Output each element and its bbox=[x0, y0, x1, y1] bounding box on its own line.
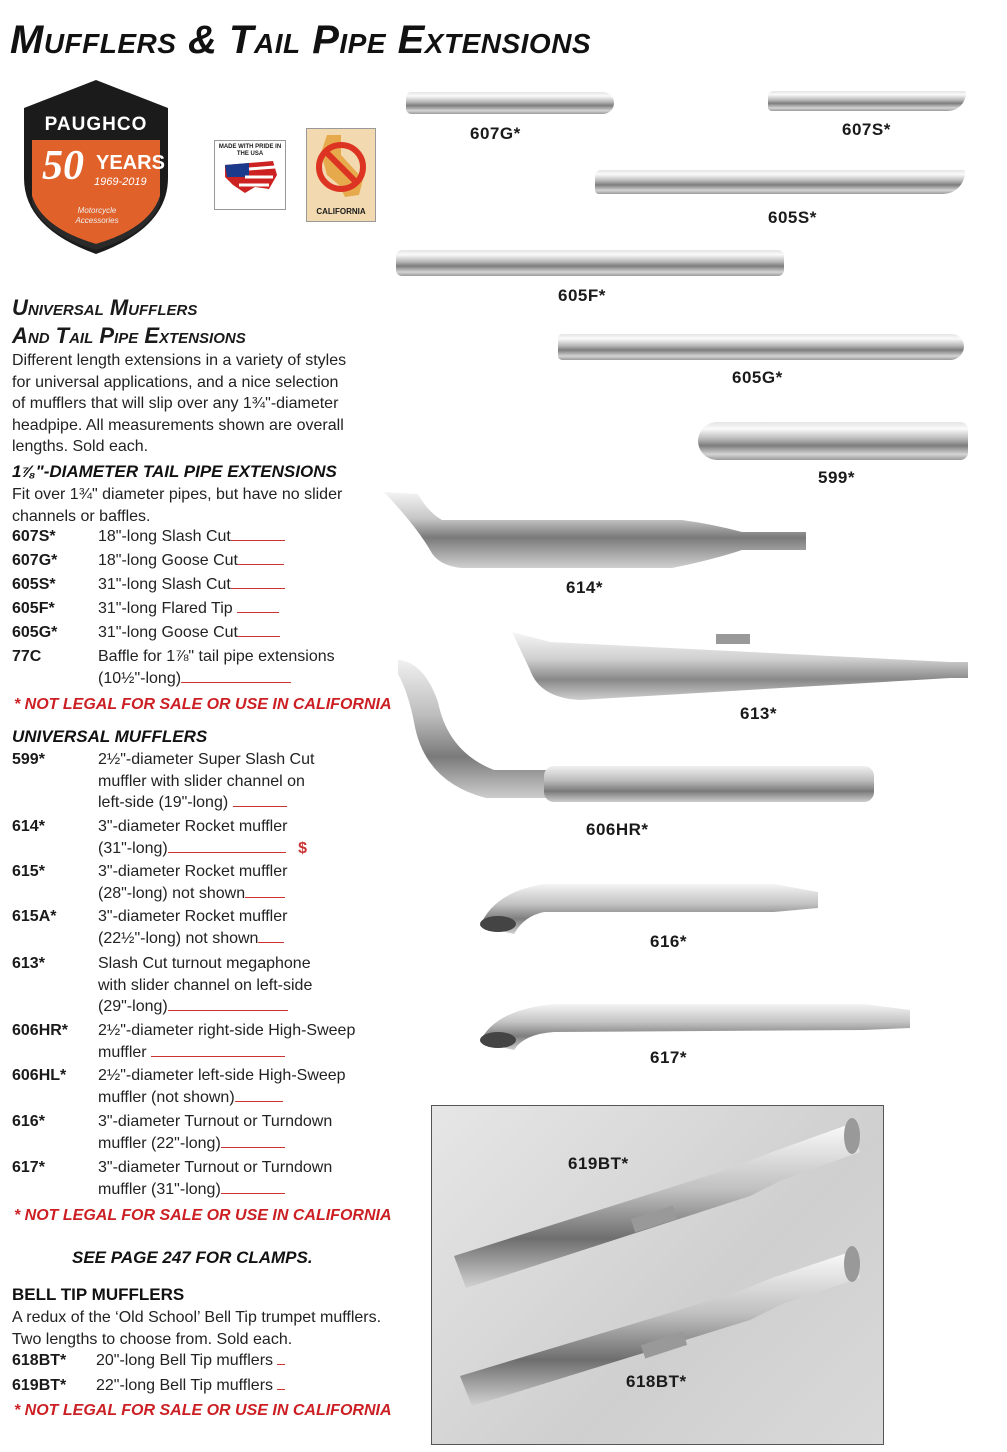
product-label: 616* bbox=[650, 932, 687, 951]
section-heading-line2: And Tail Pipe Extensions bbox=[12, 323, 246, 348]
bell-tip-mufflers-image bbox=[454, 1118, 860, 1406]
section-heading-line1: Universal Mufflers bbox=[12, 295, 198, 320]
product-label: 618BT* bbox=[626, 1372, 687, 1391]
bell-tip-intro: A redux of the ‘Old School’ Bell Tip tru… bbox=[12, 1309, 382, 1348]
bell-tip-heading: BELL TIP MUFFLERS bbox=[12, 1285, 185, 1304]
product-label: 605G* bbox=[732, 368, 783, 387]
product-photo-616 bbox=[474, 872, 822, 938]
logo-years-range: 1969-2019 bbox=[94, 176, 147, 188]
product-label: 607G* bbox=[470, 124, 521, 143]
logo-years-word: YEARS bbox=[96, 152, 165, 174]
product-label: 605S* bbox=[768, 208, 817, 227]
universal-mufflers-heading: UNIVERSAL MUFFLERS bbox=[12, 727, 208, 746]
bell-tip-photo: 619BT* 618BT* bbox=[431, 1105, 884, 1445]
extensions-intro: Fit over 1¾" diameter pipes, but have no… bbox=[12, 486, 343, 525]
product-label: 617* bbox=[650, 1048, 687, 1067]
extensions-subheading: 1⅞"-DIAMETER TAIL PIPE EXTENSIONS bbox=[12, 462, 337, 481]
california-prohibited-badge: CALIFORNIA bbox=[306, 128, 376, 222]
logo-years-big: 50 bbox=[42, 143, 84, 189]
product-label: 606HR* bbox=[586, 820, 649, 839]
paughco-logo: PAUGHCO 50 YEARS 1969-2019 Motorcycle Ac… bbox=[20, 78, 172, 256]
california-warning: * NOT LEGAL FOR SALE OR USE IN CALIFORNI… bbox=[14, 1402, 392, 1419]
product-label: 614* bbox=[566, 578, 603, 597]
product-label: 619BT* bbox=[568, 1154, 629, 1173]
price-mark: $ bbox=[298, 839, 308, 857]
product-photo-617 bbox=[474, 994, 914, 1054]
product-photo-599 bbox=[698, 422, 968, 460]
california-warning: * NOT LEGAL FOR SALE OR USE IN CALIFORNI… bbox=[14, 1207, 392, 1224]
section-intro: Different length extensions in a variety… bbox=[12, 352, 347, 455]
logo-brand: PAUGHCO bbox=[44, 114, 148, 135]
product-photo-605G bbox=[558, 334, 964, 360]
clamps-note: SEE PAGE 247 FOR CLAMPS. bbox=[72, 1248, 313, 1267]
product-photo-607S bbox=[768, 91, 966, 111]
made-in-usa-badge: MADE WITH PRIDE IN THE USA bbox=[214, 140, 286, 210]
product-label: 613* bbox=[740, 704, 777, 723]
product-label: 605F* bbox=[558, 286, 606, 305]
product-photo-605F bbox=[396, 250, 784, 276]
california-warning: * NOT LEGAL FOR SALE OR USE IN CALIFORNI… bbox=[14, 696, 392, 713]
product-photo-613 bbox=[510, 630, 970, 702]
usa-flag-map-icon bbox=[225, 161, 277, 193]
california-badge-text: CALIFORNIA bbox=[316, 207, 366, 216]
product-photo-607G bbox=[406, 92, 614, 114]
logo-subtitle: Motorcycle Accessories bbox=[75, 206, 119, 225]
product-photo-605S bbox=[595, 170, 965, 194]
product-label: 607S* bbox=[842, 120, 891, 139]
product-label: 599* bbox=[818, 468, 855, 487]
product-photo-614 bbox=[382, 490, 810, 570]
usa-badge-text: MADE WITH PRIDE IN THE USA bbox=[218, 144, 282, 157]
page-title: Mufflers & Tail Pipe Extensions bbox=[10, 18, 592, 62]
product-photo-606HR bbox=[394, 652, 884, 812]
no-california-icon bbox=[316, 135, 366, 197]
